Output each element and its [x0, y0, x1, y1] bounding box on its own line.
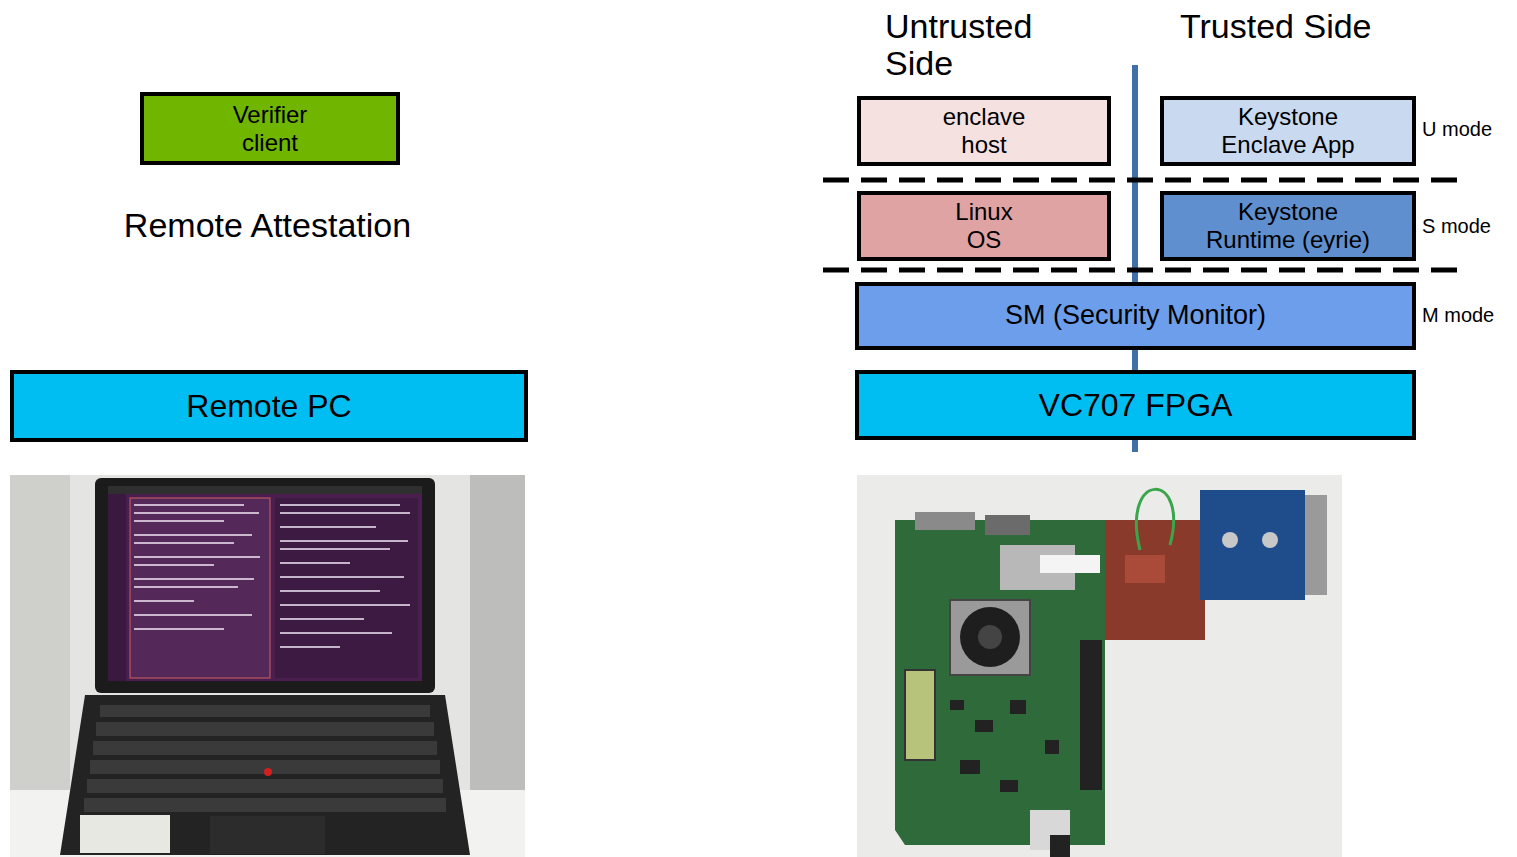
- box-text: Verifier client: [205, 101, 335, 156]
- mode-label: U mode: [1422, 118, 1514, 140]
- platform-bar: VC707 FPGA: [855, 370, 1416, 440]
- mode-separator: [823, 268, 1466, 273]
- mode-separator: [823, 178, 1466, 183]
- laptop-photo: [10, 475, 525, 857]
- layer-box: Linux OS: [857, 191, 1111, 261]
- box-text: enclave host: [924, 103, 1044, 158]
- box-text: SM (Security Monitor): [1005, 300, 1266, 331]
- platform-bar: Remote PC: [10, 370, 528, 442]
- side-label: Untrusted Side: [885, 8, 1065, 83]
- monitor-box: SM (Security Monitor): [855, 282, 1416, 350]
- layer-box: Keystone Enclave App: [1160, 96, 1416, 166]
- verifier-box: Verifier client: [140, 92, 400, 165]
- mode-label: M mode: [1422, 304, 1514, 326]
- layer-box: Keystone Runtime (eyrie): [1160, 191, 1416, 261]
- box-text: Keystone Enclave App: [1198, 103, 1378, 158]
- fpga-board-photo: [857, 475, 1342, 857]
- section-label: Remote Attestation: [60, 207, 475, 244]
- box-text: VC707 FPGA: [1039, 387, 1233, 424]
- box-text: Keystone Runtime (eyrie): [1198, 198, 1378, 253]
- layer-box: enclave host: [857, 96, 1111, 166]
- box-text: Remote PC: [186, 388, 351, 425]
- box-text: Linux OS: [944, 198, 1024, 253]
- side-label: Trusted Side: [1180, 8, 1480, 45]
- mode-label: S mode: [1422, 215, 1514, 237]
